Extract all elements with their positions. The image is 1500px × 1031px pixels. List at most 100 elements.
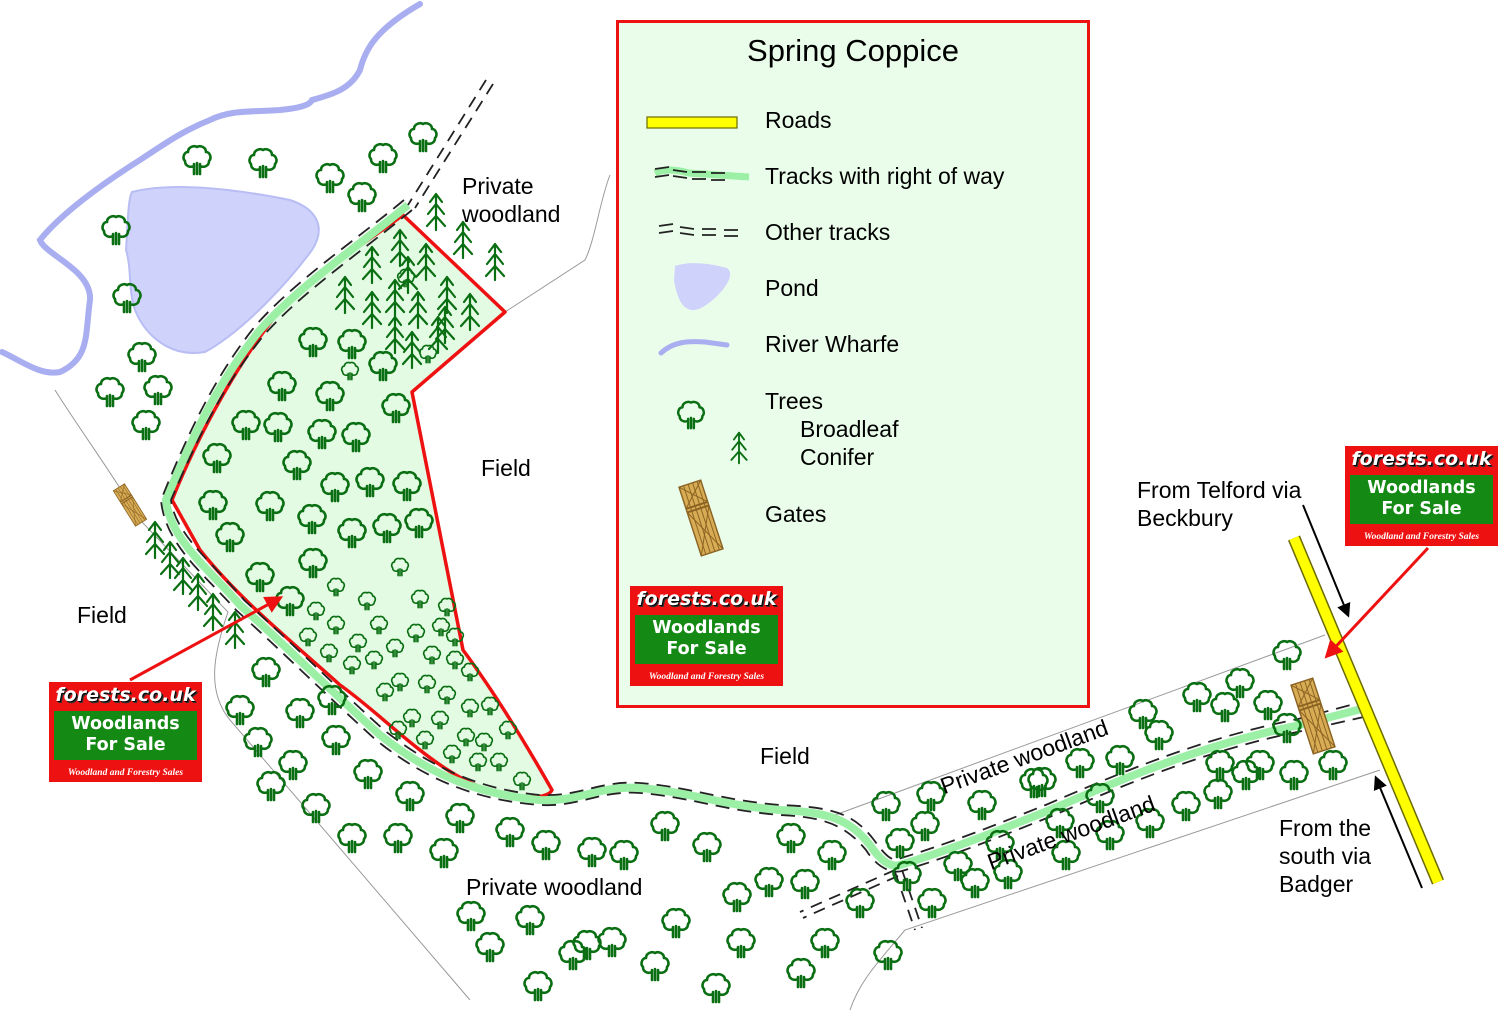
broadleaf-tree-icon xyxy=(692,831,722,863)
broadleaf-tree-icon xyxy=(131,409,161,441)
legend-label-tracks-right-of-way: Tracks with right of way xyxy=(765,163,1005,189)
legend-label-gates: Gates xyxy=(765,501,827,527)
broadleaf-tree-icon xyxy=(1144,719,1174,751)
broadleaf-tree-icon xyxy=(1210,691,1240,723)
broadleaf-tree-icon xyxy=(661,907,691,939)
broadleaf-tree-icon xyxy=(1245,749,1275,781)
broadleaf-tree-icon xyxy=(321,724,351,756)
broadleaf-tree-icon xyxy=(640,950,670,982)
broadleaf-tree-icon xyxy=(1253,689,1283,721)
direction-arrow-south xyxy=(1373,775,1423,889)
legend-symbols xyxy=(646,116,750,557)
conifer-tree-icon xyxy=(202,592,224,632)
broadleaf-tree-icon xyxy=(917,887,947,919)
broadleaf-tree-icon xyxy=(873,939,903,971)
direction-arrow-north xyxy=(1302,504,1351,618)
broadleaf-tree-icon xyxy=(910,810,940,842)
legend-label-other-tracks: Other tracks xyxy=(765,219,891,245)
conifer-tree-icon xyxy=(730,431,748,465)
broadleaf-tree-icon xyxy=(597,926,627,958)
broadleaf-tree-icon xyxy=(337,822,367,854)
conifer-tree-icon xyxy=(159,540,181,580)
pond xyxy=(124,185,320,354)
broadleaf-tree-icon xyxy=(1205,749,1235,781)
broadleaf-tree-icon xyxy=(315,162,345,194)
broadleaf-tree-icon xyxy=(408,121,438,153)
conifer-tree-icon xyxy=(425,192,447,232)
broadleaf-tree-icon xyxy=(786,957,816,989)
broadleaf-tree-icon xyxy=(531,829,561,861)
broadleaf-tree-icon xyxy=(395,780,425,812)
broadleaf-tree-icon xyxy=(943,850,973,882)
broadleaf-tree-icon xyxy=(347,181,377,213)
broadleaf-tree-icon xyxy=(495,816,525,848)
badge-site: forests.co.uk xyxy=(55,684,196,706)
broadleaf-tree-icon xyxy=(1203,778,1233,810)
broadleaf-tree-icon xyxy=(456,900,486,932)
broadleaf-tree-icon xyxy=(101,214,131,246)
track-right-of-way-icon xyxy=(653,166,750,181)
badge-tagline: Woodland and Forestry Sales xyxy=(648,672,765,682)
broadleaf-tree-icon xyxy=(577,836,607,868)
road-icon xyxy=(646,116,738,129)
badge-pointer-arrow-east xyxy=(1324,546,1430,659)
broadleaf-tree-icon xyxy=(1272,639,1302,671)
gate-icon xyxy=(112,483,148,527)
legend: Spring Coppice Roads Tracks with right o… xyxy=(616,20,1090,708)
broadleaf-tree-icon xyxy=(182,144,212,176)
broadleaf-tree-icon xyxy=(790,868,820,900)
legend-label-conifer: Conifer xyxy=(800,444,875,470)
river-icon xyxy=(658,339,730,356)
broadleaf-tree-icon xyxy=(722,881,752,913)
badge-tagline: Woodland and Forestry Sales xyxy=(67,768,184,778)
broadleaf-tree-icon xyxy=(609,839,639,871)
legend-title: Spring Coppice xyxy=(747,33,959,68)
broadleaf-tree-icon xyxy=(475,931,505,963)
conifer-tree-icon xyxy=(224,610,246,650)
legend-label-broadleaf: Broadleaf xyxy=(800,416,899,442)
broadleaf-tree-icon xyxy=(256,770,286,802)
broadleaf-tree-icon xyxy=(429,837,459,869)
broadleaf-tree-icon xyxy=(676,400,706,430)
broadleaf-tree-icon xyxy=(285,697,315,729)
broadleaf-tree-icon xyxy=(701,972,731,1004)
broadleaf-tree-icon xyxy=(445,802,475,834)
broadleaf-tree-icon xyxy=(225,694,255,726)
label-field-south: Field xyxy=(760,743,810,769)
conifer-tree-icon xyxy=(172,556,194,596)
broadleaf-tree-icon xyxy=(515,904,545,936)
broadleaf-tree-icon xyxy=(95,376,125,408)
legend-label-roads: Roads xyxy=(765,107,832,133)
broadleaf-tree-icon xyxy=(960,867,990,899)
broadleaf-tree-icon xyxy=(967,789,997,821)
conifer-tree-icon xyxy=(187,572,209,612)
road xyxy=(1288,535,1444,885)
broadleaf-tree-icon xyxy=(776,822,806,854)
label-field-west: Field xyxy=(77,602,127,628)
broadleaf-tree-icon xyxy=(650,810,680,842)
broadleaf-tree-icon xyxy=(383,822,413,854)
pond-icon xyxy=(674,263,731,311)
broadleaf-tree-icon xyxy=(1318,749,1348,781)
legend-label-pond: Pond xyxy=(765,275,819,301)
broadleaf-tree-icon xyxy=(251,656,281,688)
badge-site: forests.co.uk xyxy=(1351,448,1492,470)
river-wharfe xyxy=(0,1,423,376)
broadleaf-tree-icon xyxy=(353,758,383,790)
badge-site: forests.co.uk xyxy=(636,588,777,610)
legend-label-river: River Wharfe xyxy=(765,331,900,357)
track-right-of-way xyxy=(160,199,1369,873)
badge-pointer-arrow-west xyxy=(129,596,284,682)
broadleaf-tree-icon xyxy=(810,927,840,959)
label-field-east: Field xyxy=(481,455,531,481)
gate-icon xyxy=(678,479,724,557)
broadleaf-tree-icon xyxy=(1182,681,1212,713)
broadleaf-tree-icon xyxy=(127,341,157,373)
